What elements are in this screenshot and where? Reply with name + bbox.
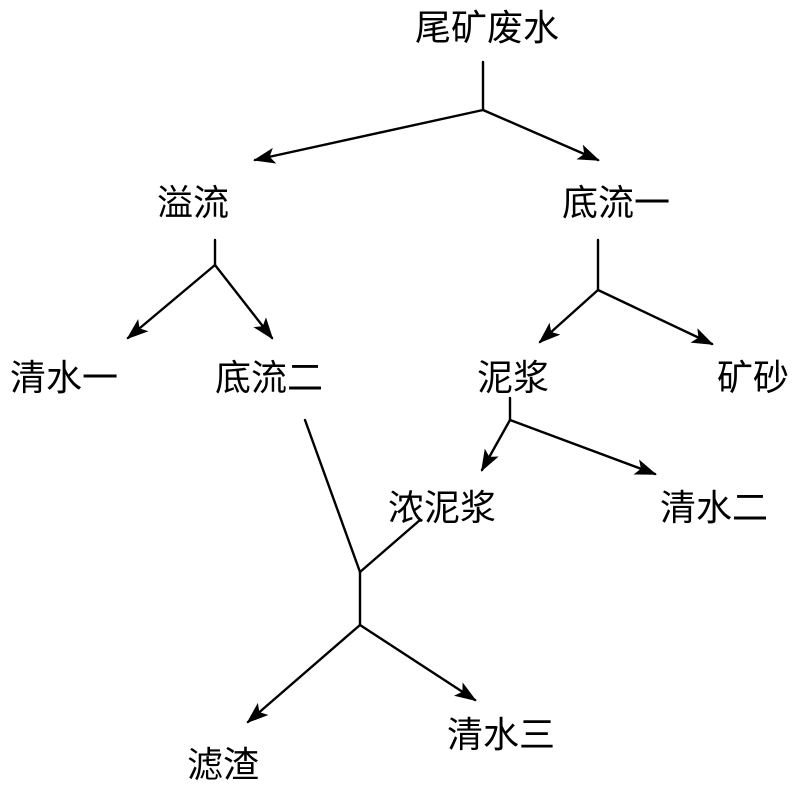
- node-tailings-wastewater: 尾矿废水: [415, 8, 560, 48]
- edge-merge-to-filter-residue: [246, 623, 362, 724]
- edge-merge-to-clear-water-3: [358, 623, 477, 702]
- node-thick-slurry: 浓泥浆: [388, 488, 497, 528]
- node-clear-water-2: 清水二: [660, 488, 769, 528]
- edge-overflow-to-clear-water-1: [126, 263, 217, 340]
- node-clear-water-1: 清水一: [10, 358, 119, 398]
- node-underflow-1: 底流一: [562, 183, 671, 223]
- edge-underflow-2-to-merge: [303, 418, 362, 574]
- node-clear-water-3: 清水三: [447, 715, 556, 755]
- edge-slurry-to-clear-water-2: [508, 418, 657, 476]
- edge-overflow-to-underflow-2: [213, 263, 274, 340]
- edge-underflow-1-to-slurry: [538, 288, 600, 344]
- node-ore-sand: 矿砂: [717, 358, 790, 398]
- edge-tailings-to-overflow: [253, 108, 485, 164]
- edge-tailings-to-underflow-1: [481, 108, 600, 162]
- node-overflow: 溢流: [157, 183, 230, 223]
- node-underflow-2: 底流二: [215, 358, 324, 398]
- edge-underflow-1-to-ore-sand: [596, 288, 714, 346]
- node-filter-residue: 滤渣: [187, 745, 260, 785]
- edge-thick-slurry-to-merge: [358, 518, 422, 574]
- edge-slurry-to-thick-slurry: [480, 418, 512, 472]
- node-slurry: 泥浆: [477, 358, 550, 398]
